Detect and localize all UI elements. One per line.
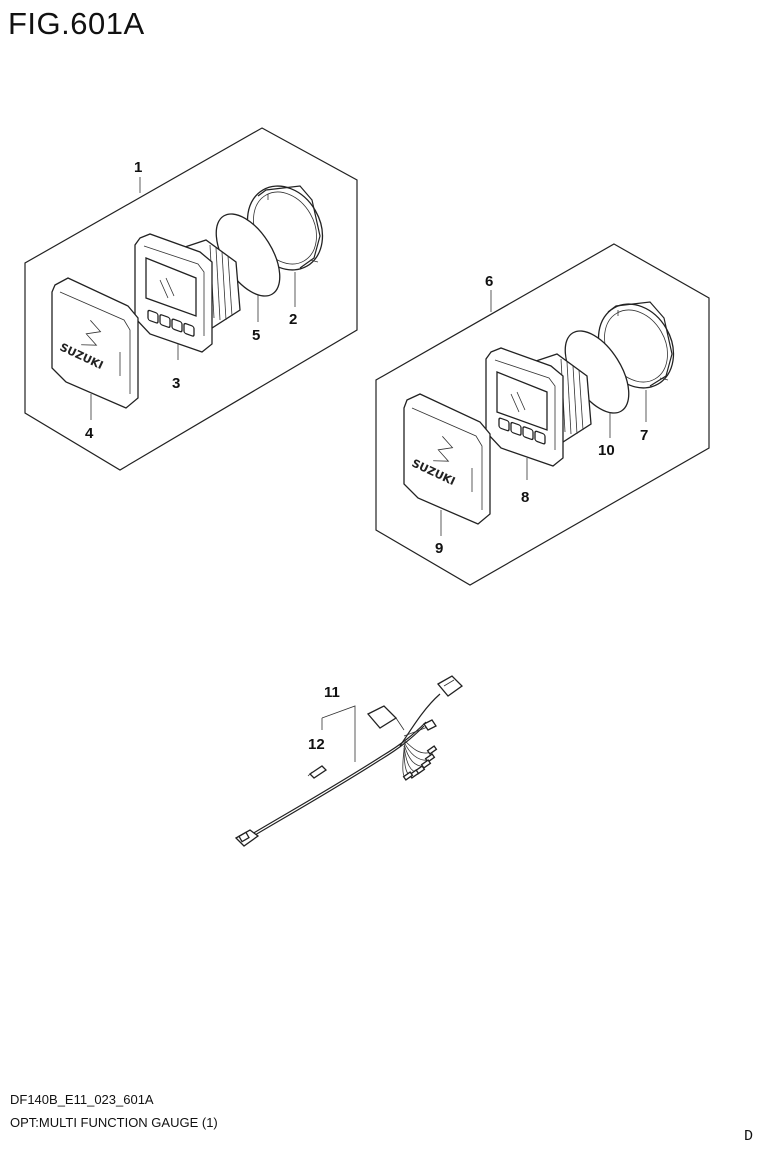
- gauge-unit-part-8: [485, 347, 592, 467]
- callout-11: 11: [324, 684, 340, 701]
- figure-description: OPT:MULTI FUNCTION GAUGE (1): [10, 1115, 218, 1130]
- wiring-harness-part-11: 11 12: [234, 675, 464, 847]
- page-corner-letter: D: [744, 1128, 754, 1145]
- terminal-part-12: [307, 765, 328, 779]
- callout-7: 7: [640, 427, 648, 444]
- drawing-code: DF140B_E11_023_601A: [10, 1092, 154, 1107]
- callout-1: 1: [134, 159, 142, 176]
- assembly-boundary-1: [24, 127, 358, 471]
- callout-5: 5: [252, 327, 260, 344]
- gauge-cover-part-9: SUZUKI: [403, 393, 491, 525]
- figure-title: FIG.601A: [8, 6, 145, 41]
- assembly-group-6: 6 7 10: [375, 243, 710, 586]
- gauge-cover-part-4: SUZUKI: [51, 277, 139, 409]
- callout-2: 2: [289, 311, 297, 328]
- callout-9: 9: [435, 540, 443, 557]
- callout-6: 6: [485, 273, 493, 290]
- callout-8: 8: [521, 489, 529, 506]
- callout-10: 10: [598, 442, 615, 459]
- callout-3: 3: [172, 375, 180, 392]
- callout-4: 4: [85, 425, 94, 442]
- callout-12: 12: [308, 736, 325, 753]
- harness-wire-fanout: [402, 739, 438, 781]
- assembly-group-1: 1 2 5: [24, 127, 358, 471]
- assembly-boundary-6: [375, 243, 710, 586]
- gauge-unit-part-3: [134, 233, 241, 353]
